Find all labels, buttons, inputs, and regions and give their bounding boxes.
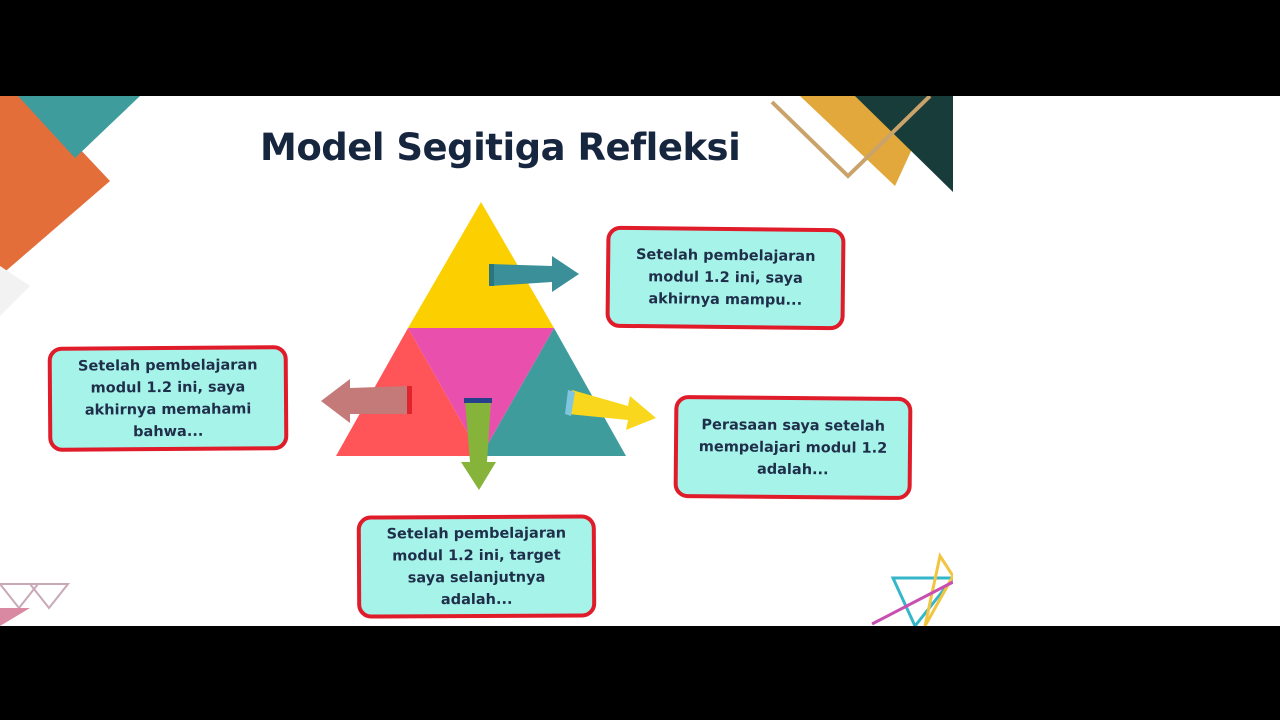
arrow-left [321,379,412,423]
note-left: Setelah pembelajaran modul 1.2 ini, saya… [47,345,289,452]
note-right-text: Perasaan saya setelah mempelajari modul … [698,416,888,478]
magenta-line [871,580,953,626]
note-left-text: Setelah pembelajaran modul 1.2 ini, saya… [77,356,258,440]
presentation-slide: Model Segitiga Refleksi [0,96,953,626]
blank-side-panel [953,96,1280,626]
cyan-outline-triangle [890,576,953,626]
gold-line-shape [770,96,932,179]
note-top-right-text: Setelah pembelajaran modul 1.2 ini, saya… [635,247,816,309]
triangle-right-segment [481,328,626,456]
pink-triangle [0,608,30,626]
reflection-triangle-diagram [321,202,656,490]
triangle-top-segment [408,202,554,328]
teal-corner-shape [18,96,140,158]
dark-teal-corner-shape [855,96,953,192]
outline-triangle-2 [27,583,71,610]
slide-decoration [0,96,953,626]
note-bottom: Setelah pembelajaran modul 1.2 ini, targ… [356,514,597,619]
triangle-center-segment [408,328,554,456]
arrow-right-down [565,390,656,430]
note-bottom-text: Setelah pembelajaran modul 1.2 ini, targ… [386,525,567,608]
grey-corner-shape [0,266,30,316]
slide-title: Model Segitiga Refleksi [260,126,741,169]
note-top-right: Setelah pembelajaran modul 1.2 ini, saya… [605,225,846,331]
outline-triangle-1 [0,583,41,610]
arrow-right-up [489,256,579,292]
orange-corner-shape [0,96,110,276]
arrow-down [461,398,496,490]
note-right: Perasaan saya setelah mempelajari modul … [673,394,913,501]
